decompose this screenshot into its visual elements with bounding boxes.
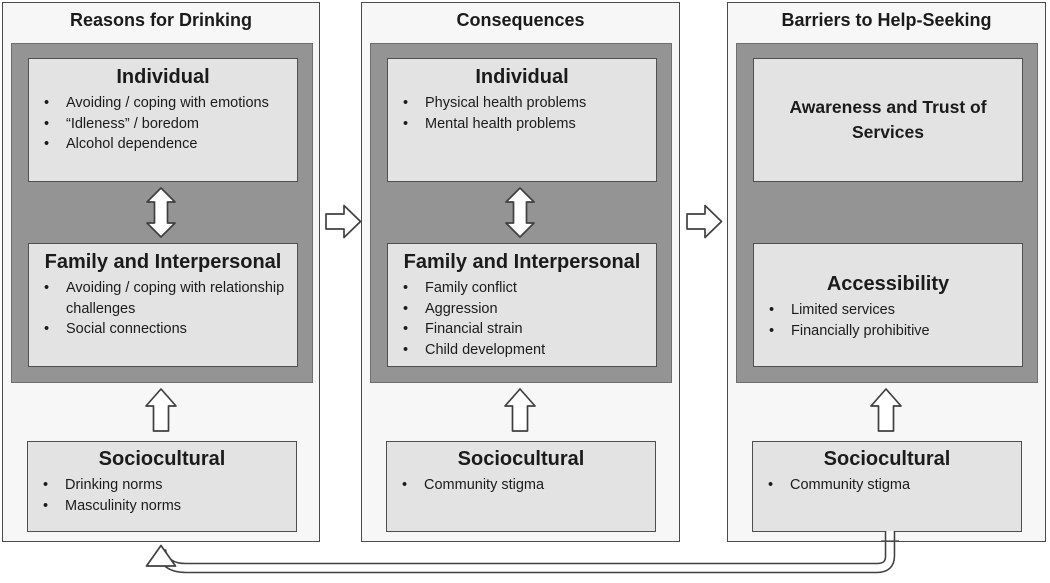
bullet-item: Community stigma xyxy=(387,475,655,496)
bullet-text: Alcohol dependence xyxy=(66,136,198,152)
box-individual-reasons: Individual Avoiding / coping with emotio… xyxy=(28,58,298,182)
bullet-list: Community stigma xyxy=(753,475,1021,496)
bullet-item: Financially prohibitive xyxy=(754,321,1022,342)
arrow-consequences-to-barriers-icon xyxy=(686,204,723,239)
box-heading: Sociocultural xyxy=(457,448,585,470)
box-awareness-trust: Awareness and Trust of Services xyxy=(753,58,1023,182)
bullet-text: Avoiding / coping with emotions xyxy=(66,95,269,111)
inner-container-reasons: Individual Avoiding / coping with emotio… xyxy=(11,43,313,383)
box-heading: Awareness and Trust of Services xyxy=(789,97,987,142)
inner-container-consequences: Individual Physical health problems Ment… xyxy=(370,43,672,383)
bullet-text: “Idleness” / boredom xyxy=(66,115,199,132)
box-heading: Family and Interpersonal xyxy=(44,251,282,273)
bullet-item: Avoiding / coping with emotions xyxy=(29,93,297,114)
box-heading: Family and Interpersonal xyxy=(403,251,641,273)
box-accessibility: Accessibility Limited services Financial… xyxy=(753,243,1023,367)
bullet-item: Drinking norms xyxy=(28,475,296,496)
column-title: Barriers to Help-Seeking xyxy=(781,10,992,30)
bullet-item: Family conflict xyxy=(388,278,656,299)
bullet-item: Social connections xyxy=(29,319,297,340)
bullet-item: “Idleness” / boredom xyxy=(29,114,297,135)
column-barriers-to-help-seeking: Barriers to Help-Seeking Awareness and T… xyxy=(727,2,1046,542)
bullet-text: Aggression xyxy=(425,300,498,317)
bullet-item: Financial strain xyxy=(388,319,656,340)
bullet-list: Family conflict Aggression Financial str… xyxy=(388,278,656,360)
bullet-text: Mental health problems xyxy=(425,115,576,132)
bullet-list: Limited services Financially prohibitive xyxy=(754,300,1022,341)
box-heading: Sociocultural xyxy=(98,448,226,470)
bullet-item: Alcohol dependence xyxy=(29,134,297,155)
bullet-item: Child development xyxy=(388,340,656,361)
column-title: Reasons for Drinking xyxy=(69,10,253,30)
bullet-item: Masculinity norms xyxy=(28,496,296,517)
bullet-item: Aggression xyxy=(388,299,656,320)
bullet-list: Avoiding / coping with emotions “Idlenes… xyxy=(29,93,297,155)
bullet-text: Social connections xyxy=(66,321,187,337)
bullet-item: Avoiding / coping with relationship chal… xyxy=(29,278,297,319)
box-sociocultural-reasons: Sociocultural Drinking norms Masculinity… xyxy=(27,441,297,532)
inner-container-barriers: Awareness and Trust of Services Accessib… xyxy=(736,43,1038,383)
bullet-text: Limited services xyxy=(791,302,895,318)
box-heading: Individual xyxy=(475,66,569,88)
feedback-arrowhead-up-icon xyxy=(145,544,177,567)
bullet-text: Masculinity norms xyxy=(65,497,182,514)
bullet-text: Community stigma xyxy=(790,477,911,493)
bullet-item: Community stigma xyxy=(753,475,1021,496)
bullet-text: Financially prohibitive xyxy=(791,322,930,339)
column-reasons-for-drinking: Reasons for Drinking Individual Avoiding… xyxy=(2,2,320,542)
column-title: Consequences xyxy=(456,10,585,30)
bullet-text: Community stigma xyxy=(424,477,545,493)
box-heading: Accessibility xyxy=(826,273,950,295)
bullet-list: Drinking norms Masculinity norms xyxy=(28,475,296,516)
bullet-text: Avoiding / coping with relationship chal… xyxy=(66,280,285,317)
bullet-text: Family conflict xyxy=(425,280,517,296)
bullet-text: Drinking norms xyxy=(65,477,163,493)
box-heading: Sociocultural xyxy=(823,448,951,470)
bullet-item: Mental health problems xyxy=(388,114,656,135)
box-sociocultural-barriers: Sociocultural Community stigma xyxy=(752,441,1022,532)
box-individual-consequences: Individual Physical health problems Ment… xyxy=(387,58,657,182)
bullet-text: Financial strain xyxy=(425,321,523,337)
box-heading: Individual xyxy=(116,66,210,88)
bullet-item: Limited services xyxy=(754,300,1022,321)
box-family-interpersonal-reasons: Family and Interpersonal Avoiding / copi… xyxy=(28,243,298,367)
bullet-list: Physical health problems Mental health p… xyxy=(388,93,656,134)
bullet-list: Community stigma xyxy=(387,475,655,496)
bullet-text: Child development xyxy=(425,341,546,358)
arrow-reasons-to-consequences-icon xyxy=(325,204,362,239)
box-sociocultural-consequences: Sociocultural Community stigma xyxy=(386,441,656,532)
bullet-text: Physical health problems xyxy=(425,95,587,111)
column-consequences: Consequences Individual Physical health … xyxy=(361,2,680,542)
bullet-item: Physical health problems xyxy=(388,93,656,114)
box-family-interpersonal-consequences: Family and Interpersonal Family conflict… xyxy=(387,243,657,367)
bullet-list: Avoiding / coping with relationship chal… xyxy=(29,278,297,340)
